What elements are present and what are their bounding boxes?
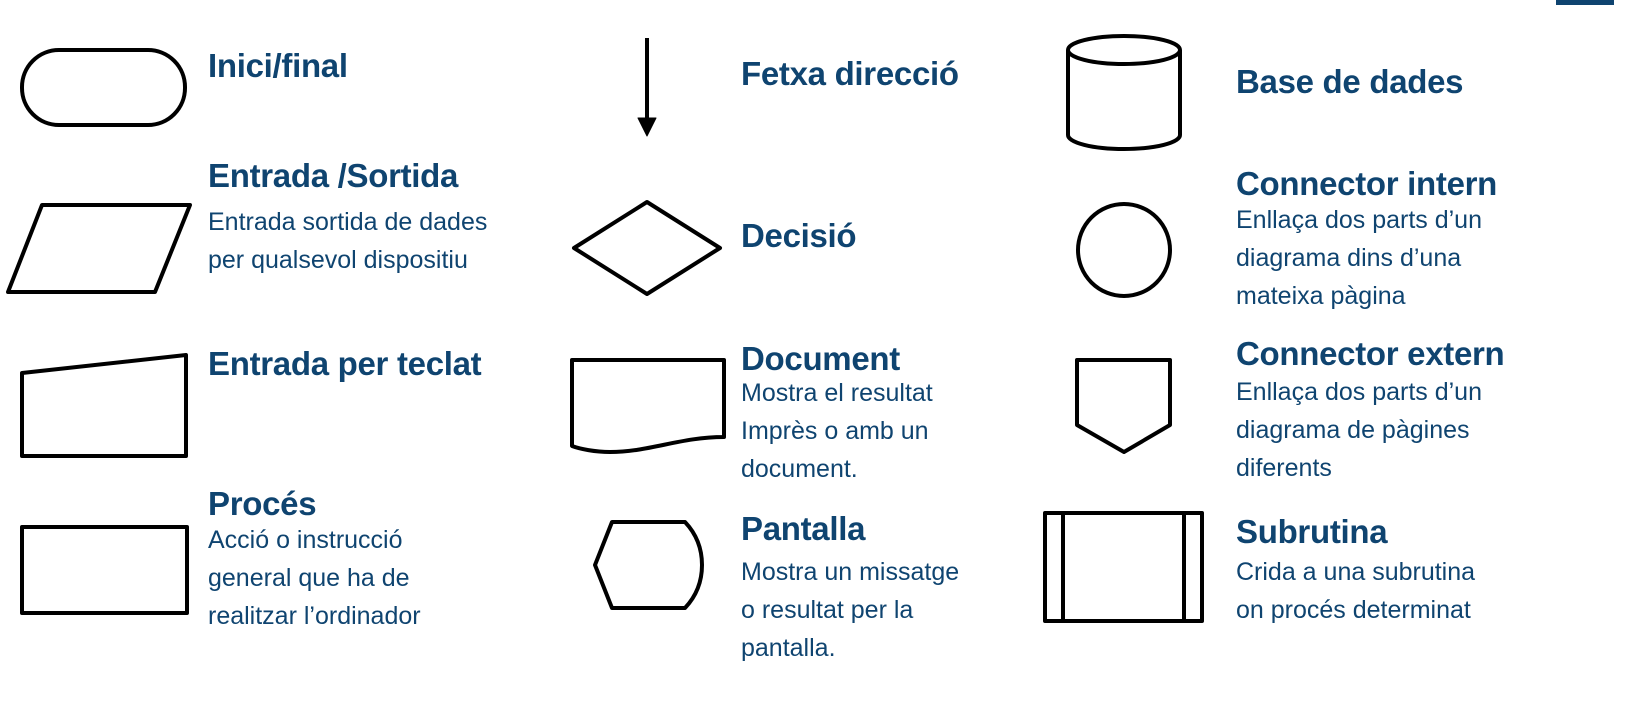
desc-line: mateixa pàgina <box>1236 282 1406 310</box>
desc-line: document. <box>741 455 858 483</box>
desc-line: general que ha de <box>208 564 410 592</box>
document-shape-icon <box>570 358 726 454</box>
process-title: Procés <box>208 485 317 522</box>
display-title: Pantalla <box>741 510 866 547</box>
desc-line: diagrama dins d’una <box>1236 244 1462 272</box>
connector-out-description: Enllaça dos parts d’un diagrama de pàgin… <box>1236 373 1482 487</box>
decision-title: Decisió <box>741 217 857 254</box>
terminal-title: Inici/final <box>208 47 348 84</box>
document-description: Mostra el resultat Imprès o amb un docum… <box>741 374 933 488</box>
desc-line: Enllaça dos parts d’un <box>1236 378 1482 406</box>
desc-line: Acció o instrucció <box>208 526 403 554</box>
connector-in-description: Enllaça dos parts d’un diagrama dins d’u… <box>1236 201 1482 315</box>
desc-line: Entrada sortida de dades <box>208 208 488 236</box>
desc-line: on procés determinat <box>1236 596 1471 624</box>
cylinder-shape-icon <box>1066 34 1182 151</box>
desc-line: diferents <box>1236 454 1332 482</box>
desc-line: o resultat per la <box>741 596 914 624</box>
connector-out-title: Connector extern <box>1236 335 1505 372</box>
io-title: Entrada /Sortida <box>208 157 459 194</box>
circle-shape-icon <box>1076 202 1172 298</box>
process-description: Acció o instrucció general que ha de rea… <box>208 521 421 635</box>
desc-line: Enllaça dos parts d’un <box>1236 206 1482 234</box>
subroutine-shape-icon <box>1043 511 1204 623</box>
document-title: Document <box>741 340 900 377</box>
terminal-shape-icon <box>20 48 187 127</box>
process-rectangle-icon <box>20 525 189 615</box>
desc-line: Crida a una subrutina <box>1236 558 1476 586</box>
desc-line: Mostra un missatge <box>741 558 960 586</box>
parallelogram-shape-icon <box>6 203 192 294</box>
manual-input-shape-icon <box>20 353 188 458</box>
top-bar-decoration <box>1556 0 1614 5</box>
display-shape-icon <box>593 520 704 610</box>
desc-line: diagrama de pàgines <box>1236 416 1470 444</box>
desc-line: pantalla. <box>741 634 836 662</box>
diamond-shape-icon <box>572 200 722 296</box>
arrow-title: Fetxa direcció <box>741 55 959 92</box>
desc-line: per qualsevol dispositiu <box>208 246 468 274</box>
database-title: Base de dades <box>1236 63 1464 100</box>
desc-line: Imprès o amb un <box>741 417 929 445</box>
subroutine-description: Crida a una subrutina on procés determin… <box>1236 553 1475 629</box>
offpage-connector-shape-icon <box>1075 358 1172 454</box>
manual-input-title: Entrada per teclat <box>208 345 482 382</box>
desc-line: Mostra el resultat <box>741 379 933 407</box>
display-description: Mostra un missatge o resultat per la pan… <box>741 553 959 667</box>
desc-line: realitzar l’ordinador <box>208 602 421 630</box>
subroutine-title: Subrutina <box>1236 513 1388 550</box>
arrow-down-icon <box>637 38 657 137</box>
connector-in-title: Connector intern <box>1236 165 1498 202</box>
io-description: Entrada sortida de dades per qualsevol d… <box>208 203 487 279</box>
